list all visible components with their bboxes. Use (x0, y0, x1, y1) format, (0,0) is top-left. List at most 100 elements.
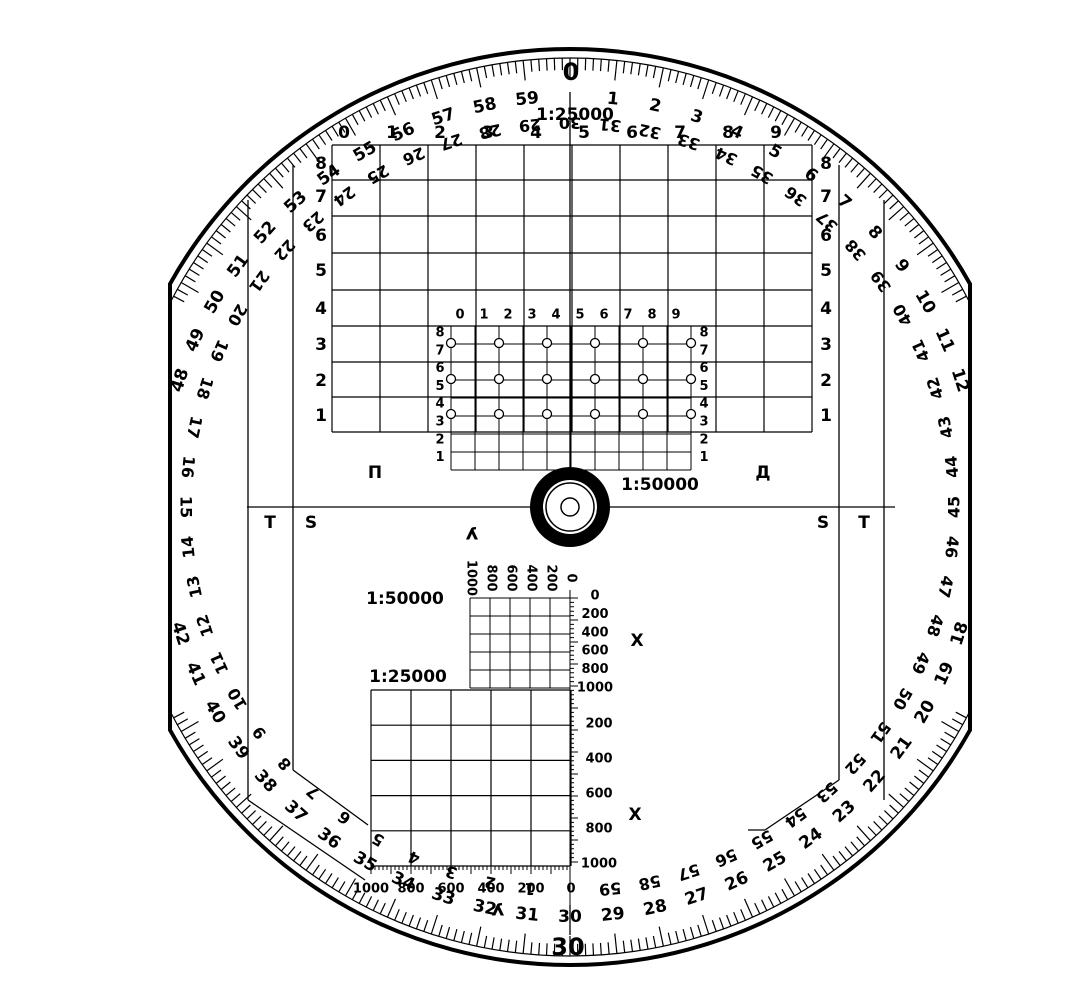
large-grid-lines (370, 689, 572, 867)
outer-label-3: 3 (688, 106, 705, 129)
large-y-800: 800 (397, 882, 424, 897)
outer-edge (168, 47, 972, 967)
outer-label-49: 49 (181, 325, 209, 355)
inner-label-9: 9 (248, 723, 270, 743)
inner-right-6: 6 (699, 361, 708, 376)
inner-label-15: 15 (177, 496, 196, 518)
inner-label-14: 14 (177, 535, 198, 559)
outer-label-50: 50 (200, 287, 229, 318)
inner-label-11: 11 (206, 649, 232, 677)
large-x-600: 600 (585, 787, 612, 802)
inner-label-22: 22 (270, 235, 299, 264)
outer-label-26: 26 (722, 868, 752, 896)
large-x-1000: 1000 (581, 857, 617, 872)
inner-col-7: 7 (623, 308, 632, 323)
y-axis-label-lower: У (491, 898, 504, 918)
inner-label-32: 32 (637, 120, 663, 143)
inner-label-57: 57 (675, 860, 702, 885)
outer-label-21: 21 (887, 733, 917, 764)
inner-label-41: 41 (908, 337, 934, 365)
inner-label-26: 26 (400, 143, 428, 169)
large-y-200: 200 (517, 882, 544, 897)
small-x-600: 600 (581, 644, 608, 659)
upper-col-3: 3 (482, 123, 494, 143)
left-rail-corner (292, 769, 369, 826)
inner-label-31: 31 (598, 114, 622, 135)
upper-col-7: 7 (674, 123, 686, 143)
inner-label-40: 40 (889, 301, 917, 330)
hole (637, 373, 649, 385)
inner-label-43: 43 (934, 414, 957, 440)
outer-label-1: 1 (606, 89, 620, 110)
outer-label-59: 59 (514, 88, 540, 110)
upper-row-left-4: 4 (315, 299, 327, 319)
inner-label-16: 16 (177, 455, 198, 479)
upper-row-right-7: 7 (820, 187, 832, 207)
inner-label-48: 48 (923, 612, 948, 639)
inner-left-8: 8 (435, 326, 444, 341)
inner-label-35: 35 (748, 161, 777, 189)
small-y-400: 400 (524, 564, 539, 591)
upper-grid-1-25000 (331, 144, 813, 433)
small-x-400: 400 (581, 625, 608, 640)
hole (541, 337, 553, 349)
inner-left-4: 4 (435, 397, 444, 412)
large-y-400: 400 (477, 882, 504, 897)
center-ring (530, 467, 610, 547)
outer-label-10: 10 (911, 287, 940, 318)
inner-col-0: 0 (455, 308, 464, 323)
hole (493, 337, 505, 349)
bottom-thirty-label: 30 (551, 933, 584, 961)
outer-label-37: 37 (280, 796, 311, 827)
x-axis-label-lower: X (628, 805, 641, 825)
top-zero-label: 0 (563, 58, 580, 86)
outer-label-52: 52 (250, 217, 281, 248)
outer-label-23: 23 (829, 796, 860, 827)
outer-label-28: 28 (642, 896, 669, 920)
inner-label-42: 42 (923, 375, 948, 402)
tick-path (173, 58, 967, 956)
inner-right-5: 5 (699, 379, 708, 394)
right-rail-corner (764, 779, 840, 831)
outer-label-36: 36 (314, 824, 345, 854)
inner-right-2: 2 (699, 432, 708, 447)
inner-label-18: 18 (192, 375, 217, 402)
inner-grid-lines (450, 325, 692, 471)
inner-label-49: 49 (908, 649, 934, 677)
inner-col-6: 6 (599, 308, 608, 323)
inner-label-28: 28 (477, 120, 503, 143)
hole (685, 337, 697, 349)
inner-label-46: 46 (941, 535, 962, 559)
inner-left-5: 5 (435, 379, 444, 394)
outer-label-58: 58 (471, 94, 498, 118)
outer-label-24: 24 (796, 824, 827, 854)
hole (589, 408, 601, 420)
inner-label-8: 8 (274, 753, 296, 774)
s-left-label: S (305, 513, 317, 533)
inner-label-13: 13 (183, 574, 206, 600)
small-coordinate-grid (469, 597, 571, 689)
inner-label-1: 1 (523, 879, 536, 899)
inner-label-59: 59 (598, 878, 622, 899)
large-x-400: 400 (585, 752, 612, 767)
inner-label-54: 54 (781, 803, 810, 831)
outer-label-29: 29 (600, 904, 626, 926)
hole (493, 408, 505, 420)
upper-scale-label: 1:25000 (536, 105, 614, 125)
small-y-600: 600 (504, 564, 519, 591)
inner-right-7: 7 (699, 343, 708, 358)
t-left-label: T (264, 513, 276, 533)
upper-row-right-6: 6 (820, 226, 832, 246)
small-y-200: 200 (544, 564, 559, 591)
inner-left-7: 7 (435, 343, 444, 358)
inner-label-38: 38 (841, 235, 870, 264)
outer-label-25: 25 (760, 848, 791, 877)
outer-label-38: 38 (250, 766, 281, 797)
upper-row-right-5: 5 (820, 261, 832, 281)
inner-grid-holes (445, 337, 697, 420)
inner-col-2: 2 (503, 308, 512, 323)
upper-col-6: 6 (626, 123, 638, 143)
outer-label-7: 7 (833, 191, 855, 214)
inner-col-5: 5 (575, 308, 584, 323)
